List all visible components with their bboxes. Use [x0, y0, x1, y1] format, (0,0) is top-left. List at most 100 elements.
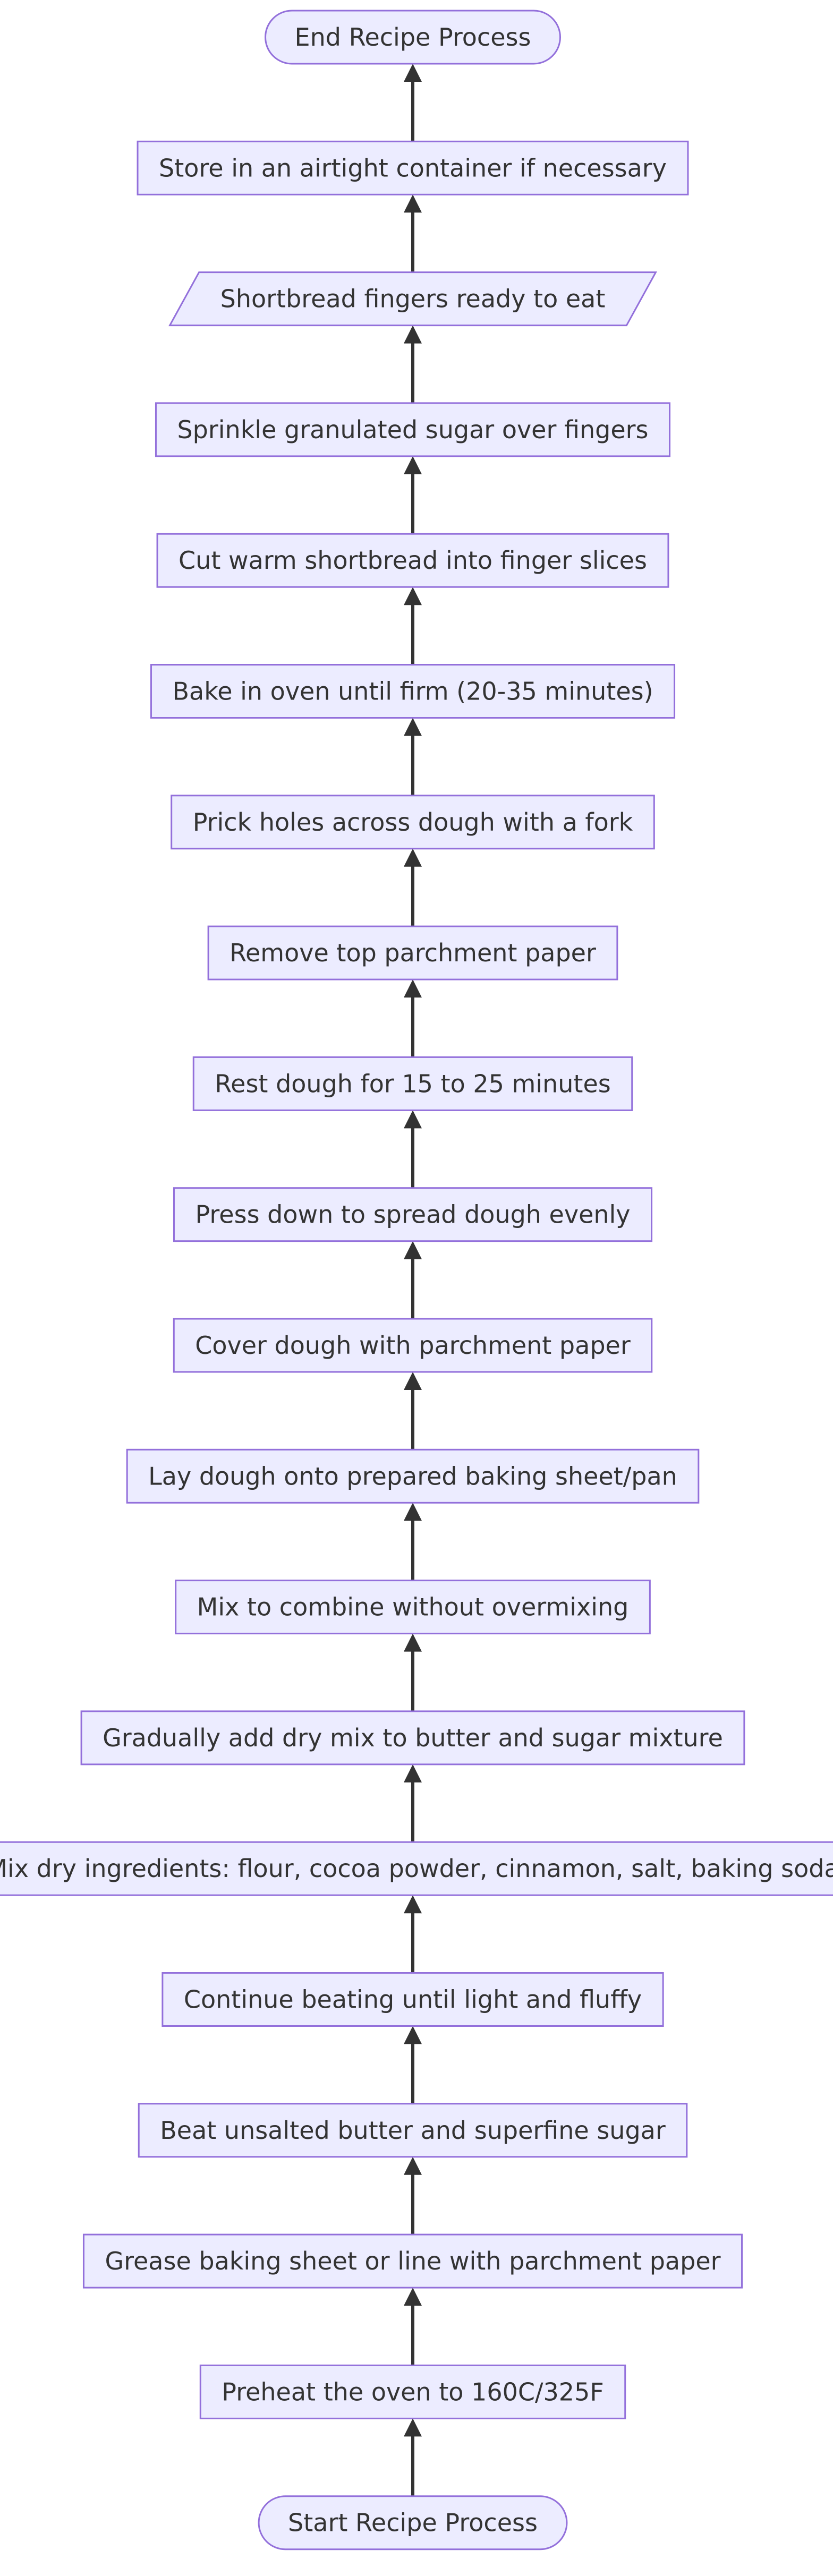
node-shape [126, 1448, 700, 1504]
node-label: Sprinkle granulated sugar over fingers [177, 415, 648, 444]
node-ready: Shortbread fingers ready to eat [168, 271, 657, 327]
node-shape [173, 1187, 653, 1242]
arrowhead-icon [404, 1241, 422, 1259]
node-prick: Prick holes across dough with a fork [171, 795, 655, 850]
node-label: Store in an airtight container if necess… [159, 153, 667, 182]
edges-layer [404, 64, 422, 2496]
arrowhead-icon [404, 64, 422, 82]
node-shape [265, 10, 561, 65]
arrowhead-icon [404, 1633, 422, 1652]
node-remove: Remove top parchment paper [207, 925, 618, 980]
edge-arrow [404, 325, 422, 403]
node-cover: Cover dough with parchment paper [173, 1318, 653, 1373]
edge-arrow [404, 718, 422, 796]
node-end: End Recipe Process [265, 10, 561, 65]
node-label: Remove top parchment paper [230, 939, 596, 967]
node-label: End Recipe Process [295, 23, 531, 52]
node-shape [199, 2364, 626, 2419]
edge-arrow [404, 1503, 422, 1581]
node-bake: Bake in oven until firm (20-35 minutes) [150, 664, 676, 719]
node-label: Press down to spread dough evenly [195, 1200, 630, 1229]
node-cut: Cut warm shortbread into finger slices [156, 533, 669, 588]
node-beat: Beat unsalted butter and superfine sugar [138, 2103, 688, 2158]
node-lay: Lay dough onto prepared baking sheet/pan [126, 1448, 700, 1504]
edge-arrow [404, 2418, 422, 2496]
arrowhead-icon [404, 718, 422, 736]
edge-arrow [404, 2156, 422, 2235]
arrowhead-icon [404, 1110, 422, 1129]
node-shape [82, 2233, 743, 2289]
node-shape [162, 1972, 664, 2027]
node-shape [150, 664, 676, 719]
edge-arrow [404, 1895, 422, 1973]
edge-arrow [404, 456, 422, 534]
node-shape [0, 1841, 833, 1896]
edge-arrow [404, 1372, 422, 1450]
node-label: Start Recipe Process [288, 2509, 538, 2537]
node-label: Beat unsalted butter and superfine sugar [160, 2116, 666, 2145]
node-continue: Continue beating until light and fluffy [162, 1972, 664, 2027]
node-shape [155, 402, 671, 457]
node-label: Bake in oven until firm (20-35 minutes) [172, 677, 653, 706]
node-label: Preheat the oven to 160C/325F [222, 2377, 604, 2406]
node-start: Start Recipe Process [258, 2495, 568, 2551]
node-label: Lay dough onto prepared baking sheet/pan [148, 1462, 677, 1490]
arrowhead-icon [404, 1372, 422, 1390]
edge-arrow [404, 1241, 422, 1319]
node-label: Rest dough for 15 to 25 minutes [215, 1069, 610, 1098]
edge-arrow [404, 848, 422, 927]
arrowhead-icon [404, 848, 422, 867]
node-shape [80, 1710, 745, 1765]
node-shape [138, 2103, 688, 2158]
arrowhead-icon [404, 2156, 422, 2175]
node-shape [258, 2495, 568, 2551]
arrowhead-icon [404, 456, 422, 474]
node-label: Mix to combine without overmixing [197, 1593, 629, 1622]
node-rest: Rest dough for 15 to 25 minutes [192, 1056, 633, 1111]
node-add-dry: Gradually add dry mix to butter and suga… [80, 1710, 745, 1765]
node-press: Press down to spread dough evenly [173, 1187, 653, 1242]
edge-arrow [404, 587, 422, 665]
node-grease: Grease baking sheet or line with parchme… [82, 2233, 743, 2289]
arrowhead-icon [404, 2026, 422, 2044]
edge-arrow [404, 1110, 422, 1188]
node-label: Prick holes across dough with a fork [193, 808, 633, 837]
edge-arrow [404, 2026, 422, 2104]
arrowhead-icon [404, 2418, 422, 2437]
arrowhead-icon [404, 2288, 422, 2306]
node-label: Cut warm shortbread into finger slices [178, 546, 647, 575]
arrowhead-icon [404, 1764, 422, 1782]
edge-arrow [404, 1633, 422, 1711]
node-sprinkle: Sprinkle granulated sugar over fingers [155, 402, 671, 457]
edge-arrow [404, 979, 422, 1057]
node-shape [171, 795, 655, 850]
edge-arrow [404, 194, 422, 272]
node-label: Shortbread fingers ready to eat [220, 285, 606, 313]
node-label: Grease baking sheet or line with parchme… [105, 2247, 720, 2275]
node-shape [168, 271, 657, 327]
node-label: Gradually add dry mix to butter and suga… [103, 1724, 723, 1752]
arrowhead-icon [404, 979, 422, 998]
node-shape [137, 140, 689, 195]
arrowhead-icon [404, 1895, 422, 1914]
arrowhead-icon [404, 587, 422, 605]
arrowhead-icon [404, 1503, 422, 1521]
edge-arrow [404, 1764, 422, 1843]
node-store: Store in an airtight container if necess… [137, 140, 689, 195]
edge-arrow [404, 2288, 422, 2366]
node-label: Cover dough with parchment paper [195, 1331, 631, 1360]
arrowhead-icon [404, 194, 422, 213]
node-shape [173, 1318, 653, 1373]
node-preheat: Preheat the oven to 160C/325F [199, 2364, 626, 2419]
node-shape [156, 533, 669, 588]
edge-arrow [404, 64, 422, 142]
node-shape [207, 925, 618, 980]
node-shape [192, 1056, 633, 1111]
node-mix-combine: Mix to combine without overmixing [175, 1580, 651, 1635]
arrowhead-icon [404, 325, 422, 344]
node-label: Mix dry ingredients: flour, cocoa powder… [0, 1854, 833, 1883]
node-label: Continue beating until light and fluffy [184, 1985, 642, 2014]
node-mix-dry: Mix dry ingredients: flour, cocoa powder… [0, 1841, 833, 1896]
